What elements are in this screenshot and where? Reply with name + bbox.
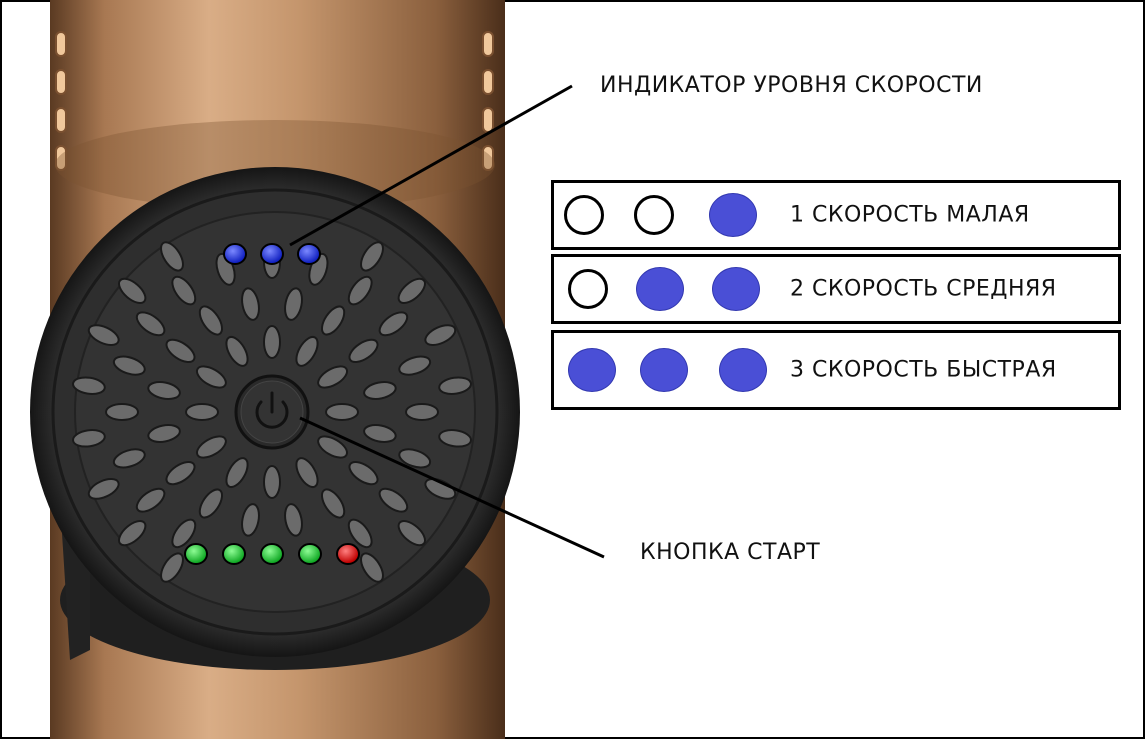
vent-slot [378,311,409,337]
vent-slot [160,552,184,583]
vent-slot [378,487,409,513]
vent-slot [165,461,196,486]
start-button-leader [299,416,605,559]
battery-led [184,543,208,565]
vent-slot [87,478,120,500]
legend-label: 1 СКОРОСТЬ МАЛАЯ [790,202,1030,228]
vent-slot [360,241,384,272]
battery-led [336,543,360,565]
speed-indicator-leader [289,84,573,247]
vent-slot [135,311,166,337]
vent-slot [225,335,249,367]
vent-slot [185,403,219,421]
legend-row-speed-3: 3 СКОРОСТЬ БЫСТРАЯ [551,330,1121,410]
vent-slot [317,435,349,459]
vent-slot [397,520,426,547]
battery-led [298,543,322,565]
vent-slot [438,376,472,395]
legend-led [568,269,608,309]
vent-slot [198,488,224,519]
power-icon [255,391,289,429]
legend-led [568,348,616,392]
vent-slot [195,365,227,389]
vent-slot [325,403,359,421]
speed-led [297,243,321,265]
vent-slot [398,355,432,376]
speed-indicator-label: ИНДИКАТОР УРОВНЯ СКОРОСТИ [600,73,983,98]
vent-slot [348,460,379,486]
legend-label: 3 СКОРОСТЬ БЫСТРАЯ [790,357,1057,383]
battery-led [222,543,246,565]
vent-slot [321,488,346,519]
speed-legend: 1 СКОРОСТЬ МАЛАЯ 2 СКОРОСТЬ СРЕДНЯЯ 3 СК… [551,180,1121,410]
vent-slot [438,429,472,448]
vent-slot [160,241,184,272]
vent-slot [112,448,146,469]
vent-slot [360,552,384,583]
battery-led [260,543,284,565]
vent-slot [198,305,223,336]
vent-slot [397,277,426,304]
legend-row-speed-1: 1 СКОРОСТЬ МАЛАЯ [551,180,1121,250]
vent-slot [195,435,227,459]
vent-slot [147,381,181,400]
vent-slot [171,275,197,306]
vent-slot [241,503,260,537]
start-button[interactable] [234,374,310,450]
speed-indicator-leds [223,243,321,265]
vent-slot [72,429,106,448]
vent-slot [347,275,373,306]
legend-led [640,348,688,392]
vent-slot [112,355,146,376]
speed-led [223,243,247,265]
vent-slot [118,520,147,547]
vent-slot [295,457,319,489]
vent-slot [165,338,196,364]
vent-slot [72,376,106,395]
legend-led [719,348,767,392]
vent-slot [398,448,432,469]
legend-led [636,267,684,311]
vent-slot [263,465,281,499]
vent-slot [363,381,397,400]
legend-row-speed-2: 2 СКОРОСТЬ СРЕДНЯЯ [551,254,1121,324]
vent-slot [348,338,379,363]
start-button-label: КНОПКА СТАРТ [640,540,821,565]
vent-slot [171,518,197,549]
speed-led [260,243,284,265]
vent-slot [347,518,373,549]
vent-slot [241,287,260,321]
vent-slot [284,503,303,537]
legend-led [709,193,757,237]
vent-slot [317,365,349,389]
legend-led [634,195,674,235]
vent-slot [225,457,249,489]
vent-slot [295,335,319,367]
vent-slot [147,424,181,443]
side-vents [55,31,494,171]
device-cap [50,0,505,60]
vent-slot [424,324,457,346]
legend-label: 2 СКОРОСТЬ СРЕДНЯЯ [790,276,1057,302]
legend-led [564,195,604,235]
legend-led [712,267,760,311]
vent-slot [363,424,397,443]
battery-indicator-leds [184,543,360,565]
vent-slot [135,487,166,513]
vent-slot [87,324,120,346]
vent-slot [263,325,281,359]
vent-slot [105,403,139,421]
vent-slot [405,403,439,421]
vent-slot [118,277,147,304]
vent-slot [284,287,303,321]
vent-slot [320,305,346,336]
